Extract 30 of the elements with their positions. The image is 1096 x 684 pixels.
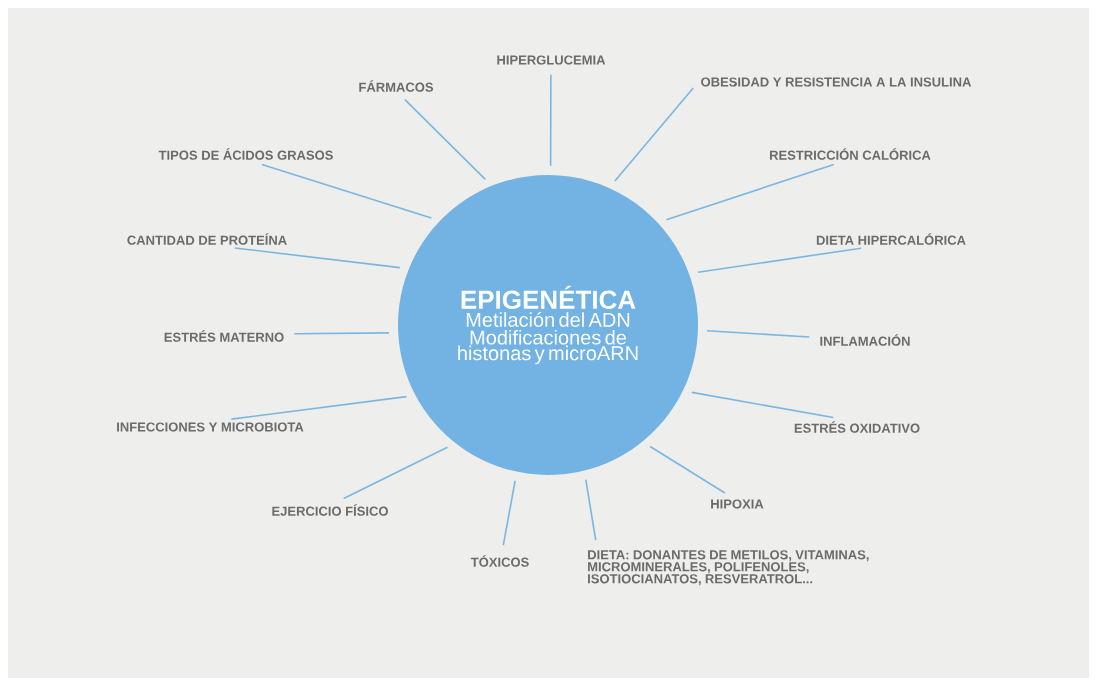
connector-line	[691, 391, 835, 419]
connector-line	[230, 395, 408, 420]
connector-line	[293, 332, 390, 335]
factor-label: INFECCIONES Y MICROBIOTA	[117, 422, 304, 432]
connector-line	[649, 445, 726, 494]
factor-label: INFLAMACIÓN	[820, 334, 910, 346]
factor-label: ESTRÉS OXIDATIVO	[794, 421, 920, 433]
connector-line	[665, 163, 835, 221]
factor-label: TIPOS DE ÁCIDOS GRASOS	[158, 148, 333, 160]
factor-label: HIPERGLUCEMIA	[497, 55, 606, 65]
connector-line	[404, 98, 487, 181]
connector-line	[697, 247, 862, 274]
connector-line	[342, 446, 449, 500]
factor-label: DIETA HIPERCALÓRICA	[816, 233, 966, 245]
connector-line	[261, 163, 433, 219]
connector-line	[585, 478, 597, 541]
factor-label: FÁRMACOS	[359, 80, 434, 92]
factor-label: ESTRÉS MATERNO	[164, 330, 284, 342]
connector-line	[234, 247, 401, 269]
connector-line	[549, 74, 552, 167]
factor-label: TÓXICOS	[470, 555, 529, 567]
factor-label: DIETA: DONANTES DE METILOS, VITAMINAS, MICROMINERALES, POLIFENOLES, ISOTIOCIANATOS, RESVERATROL...	[588, 550, 869, 586]
factor-label: HIPOXIA	[711, 499, 764, 509]
factor-label: EJERCICIO FÍSICO	[272, 504, 388, 516]
factor-label: OBESIDAD Y RESISTENCIA A LA INSULINA	[701, 77, 972, 87]
connector-line	[614, 87, 694, 182]
connector-line	[502, 479, 516, 546]
factor-label: RESTRICCIÓN CALÓRICA	[770, 148, 931, 160]
factor-label: CANTIDAD DE PROTEÍNA	[127, 233, 287, 245]
connector-line	[706, 329, 811, 338]
